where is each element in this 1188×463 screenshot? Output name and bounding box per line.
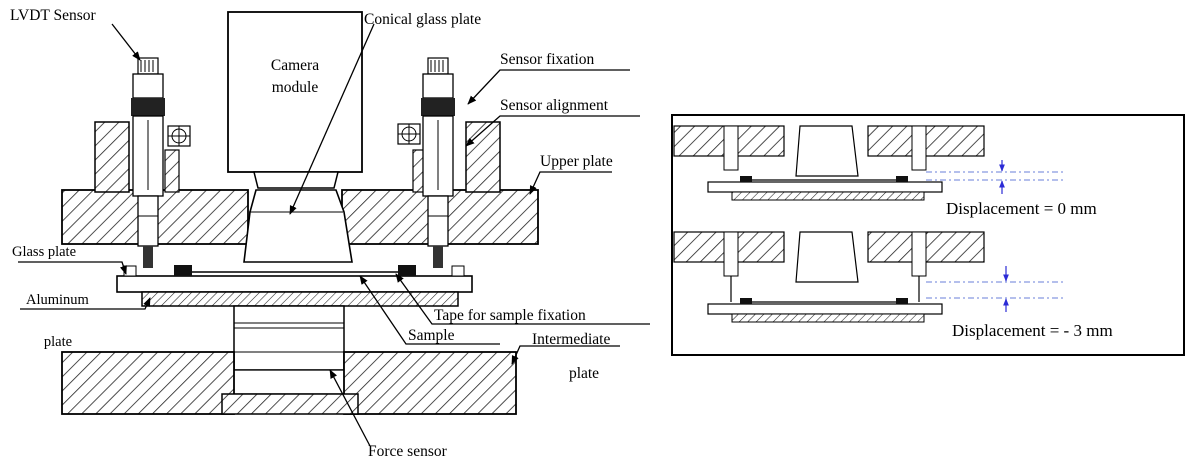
label-displacement-zero: Displacement = 0 mm xyxy=(946,199,1097,218)
displacement-inset: Displacement = 0 mm Displacement = - 3 m… xyxy=(671,114,1185,356)
label-glass-plate: Glass plate xyxy=(12,244,76,260)
main-figure: LVDT Sensor Camera module Conical glass … xyxy=(10,7,650,460)
label-sample: Sample xyxy=(408,327,455,344)
leader-lines xyxy=(18,23,650,447)
camera-module xyxy=(227,11,363,189)
alignment-knob-right xyxy=(397,123,421,145)
inset-state-zero xyxy=(673,125,985,201)
inset-state-minus-three xyxy=(673,231,985,323)
label-sensor-alignment: Sensor alignment xyxy=(500,97,609,114)
glass-plate xyxy=(116,265,473,293)
label-displacement-minus-three: Displacement = - 3 mm xyxy=(952,321,1113,340)
label-module: module xyxy=(272,79,319,96)
label-upper-plate: Upper plate xyxy=(540,153,613,170)
label-aluminum-plate: plate xyxy=(44,334,72,350)
sample xyxy=(174,265,416,276)
label-lvdt-sensor: LVDT Sensor xyxy=(10,7,97,24)
label-camera: Camera xyxy=(271,57,319,74)
label-intermediate-plate: plate xyxy=(569,365,599,382)
conical-glass-plate xyxy=(243,189,353,263)
label-conical-glass-plate: Conical glass plate xyxy=(364,11,481,28)
label-aluminum: Aluminum xyxy=(26,292,90,308)
label-force-sensor: Force sensor xyxy=(368,443,448,460)
intermediate-plate xyxy=(61,351,517,415)
lvdt-sensor-right xyxy=(421,57,455,268)
label-sensor-fixation: Sensor fixation xyxy=(500,51,595,68)
lvdt-sensor-left xyxy=(131,57,165,268)
alignment-knob-left xyxy=(167,125,191,147)
label-intermediate: Intermediate xyxy=(532,331,610,348)
displacement-markers xyxy=(926,160,1066,312)
force-sensor xyxy=(231,305,349,395)
label-tape-for-sample-fixation: Tape for sample fixation xyxy=(434,307,586,324)
